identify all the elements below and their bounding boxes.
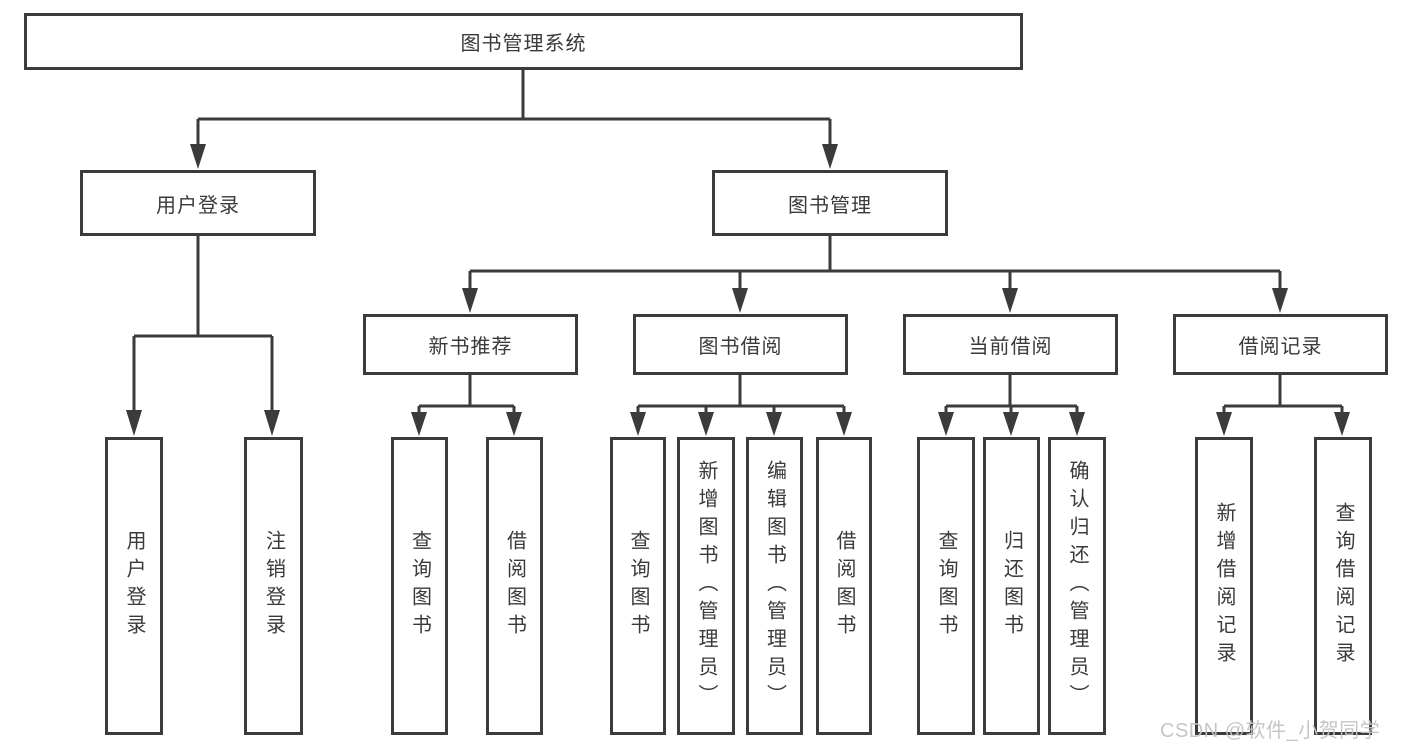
leaf-query-books-current-label: 查询图书 [935,530,957,642]
leaf-query-books-borrow-label: 查询图书 [627,530,649,642]
node-user-login: 用户登录 [80,170,316,236]
node-borrow-records: 借阅记录 [1173,314,1388,375]
leaf-edit-book-admin-label: 编辑图书（管理员） [763,460,786,712]
leaf-borrow-books: 借阅图书 [816,437,872,735]
leaf-confirm-return-admin: 确认归还（管理员） [1048,437,1106,735]
leaf-add-book-admin: 新增图书（管理员） [677,437,735,735]
leaf-query-books-recommend: 查询图书 [391,437,448,735]
leaf-return-book-label: 归还图书 [1000,530,1023,642]
node-user-login-label: 用户登录 [156,194,240,217]
node-root-label: 图书管理系统 [460,33,587,55]
node-book-borrow: 图书借阅 [633,314,848,375]
leaf-query-books-recommend-label: 查询图书 [408,530,431,642]
leaf-borrow-books-recommend: 借阅图书 [486,437,543,735]
leaf-borrow-books-recommend-label: 借阅图书 [503,530,526,642]
node-book-management: 图书管理 [712,170,948,236]
arrowheads [126,144,1350,436]
node-current-borrow: 当前借阅 [903,314,1118,375]
leaf-user-login-label: 用户登录 [123,530,145,642]
node-borrow-records-label: 借阅记录 [1238,336,1323,358]
leaf-add-book-admin-label: 新增图书（管理员） [695,460,717,712]
node-new-book-recommend-label: 新书推荐 [428,336,513,358]
leaf-add-borrow-record-label: 新增借阅记录 [1213,502,1235,670]
leaf-borrow-books-label: 借阅图书 [833,530,855,642]
node-book-management-label: 图书管理 [788,194,872,217]
leaf-edit-book-admin: 编辑图书（管理员） [746,437,803,735]
leaf-query-books-borrow: 查询图书 [610,437,666,735]
leaf-query-books-current: 查询图书 [917,437,975,735]
leaf-query-borrow-record: 查询借阅记录 [1314,437,1372,735]
node-new-book-recommend: 新书推荐 [363,314,578,375]
leaf-logout: 注销登录 [244,437,303,735]
node-current-borrow-label: 当前借阅 [968,336,1053,358]
leaf-user-login: 用户登录 [105,437,163,735]
leaf-return-book: 归还图书 [983,437,1040,735]
node-root: 图书管理系统 [24,13,1023,70]
leaf-confirm-return-admin-label: 确认归还（管理员） [1066,460,1088,712]
leaf-query-borrow-record-label: 查询借阅记录 [1332,502,1354,670]
leaf-add-borrow-record: 新增借阅记录 [1195,437,1253,735]
node-book-borrow-label: 图书借阅 [698,336,783,358]
leaf-logout-label: 注销登录 [262,530,285,642]
